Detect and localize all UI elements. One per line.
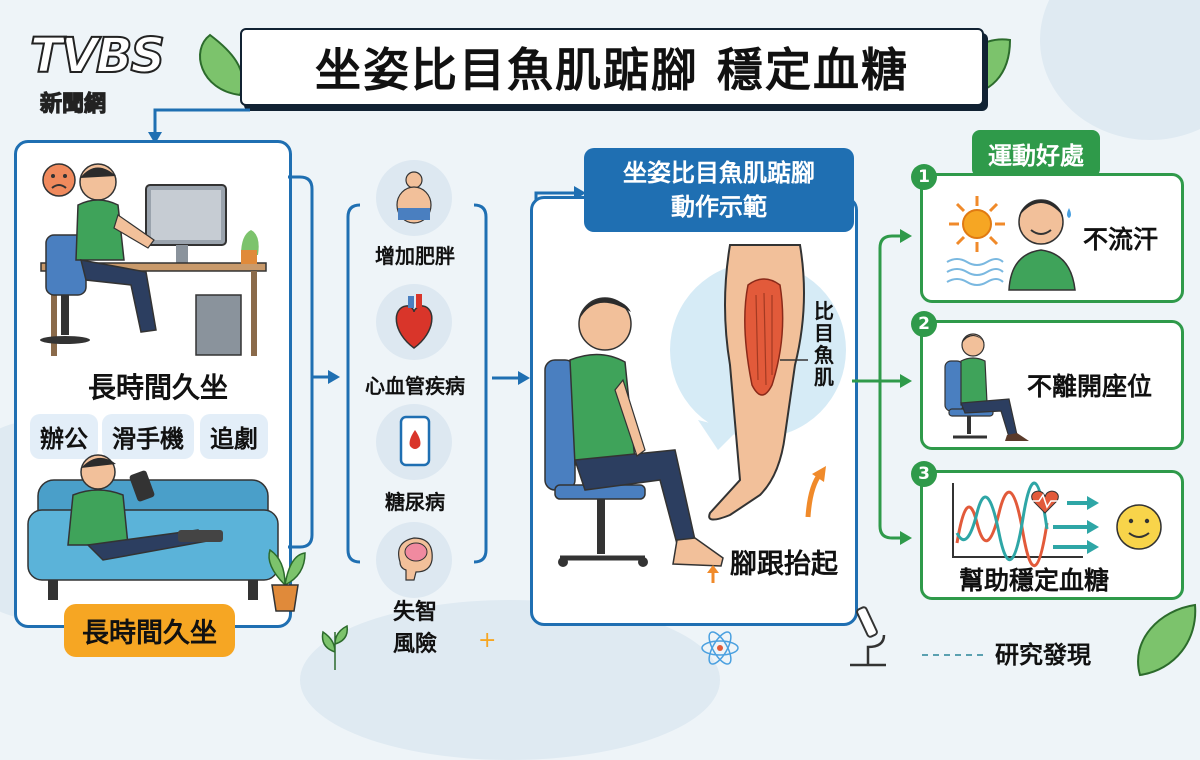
title-bar: 坐姿比目魚肌踮腳 穩定血糖 [240,28,984,106]
muscle-label-char: 比 [814,299,834,323]
benefit-number: 3 [911,461,937,487]
risk-label: 失智 [392,600,437,625]
dashed-line [922,654,988,656]
wave-icon [946,258,1004,286]
leaf-icon [1137,603,1197,677]
cause-label: 長時間久坐 [88,371,229,404]
brain-icon [398,537,433,581]
desk-worker-illustration [40,163,267,356]
up-arrow-icon [805,466,826,518]
risk-label: 風險 [392,632,437,657]
background-blob [1040,0,1200,140]
obesity-icon [396,171,432,224]
flow-arrow [492,371,530,385]
chip-phone: 滑手機 [102,414,194,459]
muscle-label-char: 肌 [814,365,834,389]
muscle-label-char: 目 [814,321,834,345]
risk-label: 心血管疾病 [365,374,465,398]
seated-man-small-icon [944,333,1029,441]
benefit-text: 幫助穩定血糖 [959,566,1110,595]
benefit-text: 不離開座位 [1027,372,1153,401]
glucose-meter-icon [399,415,431,467]
smiling-man-icon [1008,199,1076,291]
sun-icon [949,196,1005,252]
chip-office: 辦公 [30,414,98,459]
risk-label: 增加肥胖 [375,244,455,268]
page-title: 坐姿比目魚肌踮腳 穩定血糖 [314,43,909,97]
flow-arrow [852,229,912,545]
chip-drama: 追劇 [200,414,268,459]
sad-face-icon [42,163,76,197]
sparkle-icon: + [478,628,497,653]
action-label: 腳跟抬起 [730,549,838,580]
benefit-card-1: 1 不流汗 [911,164,1184,303]
benefit-card-2: 2 不離開座位 [911,311,1184,450]
flow-arrow [148,108,250,144]
cause-tag: 長時間久坐 [64,604,235,657]
benefit-card-3: 3 幫助穩定血糖 [911,461,1184,600]
microscope-icon [850,606,886,667]
demo-title: 坐姿比目魚肌踮腳 動作示範 [584,148,854,232]
sofa-phone-illustration [27,454,279,600]
demo-title-line1: 坐姿比目魚肌踮腳 [623,159,815,187]
logo-brand: TVBS [29,27,166,85]
demo-title-line2: 動作示範 [671,193,767,221]
benefits-header: 運動好處 [972,130,1100,177]
seated-man-illustration [544,297,724,567]
logo-sub: 新聞網 [39,92,107,118]
risk-bracket [346,203,488,564]
tvbs-logo: TVBS 新聞網 [29,27,210,118]
heart-organ-icon [395,294,433,349]
muscle-label: 比 目 魚 肌 [812,300,836,388]
risk-label: 糖尿病 [385,490,445,514]
benefit-number: 1 [911,164,937,190]
plant-icon [268,548,306,612]
leaf-icon [321,624,348,670]
glucose-stable-chart-icon [952,481,1162,568]
atom-icon [701,631,739,665]
muscle-label-char: 魚 [814,343,834,367]
calf-muscle-illustration [708,244,808,521]
research-label: 研究發現 [985,633,1101,672]
benefit-text: 不流汗 [1083,225,1159,254]
benefit-number: 2 [911,311,937,337]
small-up-arrow-icon [707,565,719,583]
flow-arrow [288,175,340,549]
